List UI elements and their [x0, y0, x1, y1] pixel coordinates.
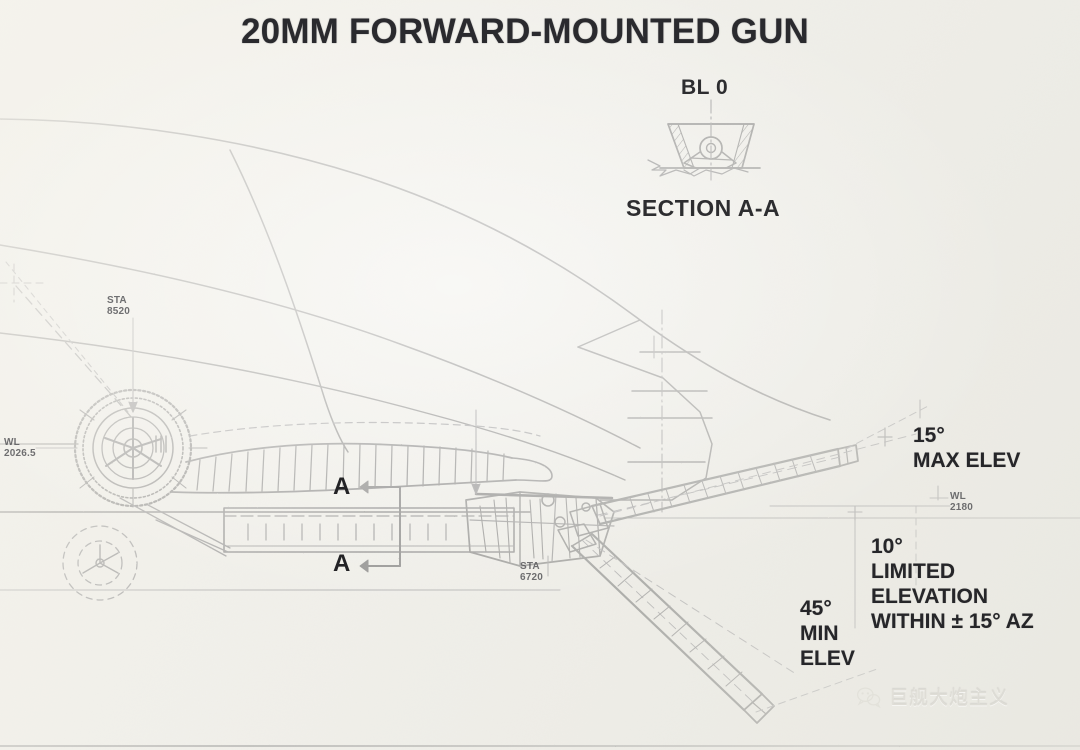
page-title: 20MM FORWARD-MOUNTED GUN [241, 12, 810, 51]
section-marker-letter-bottom: A [333, 550, 351, 577]
wechat-watermark: 巨舰大炮主义 [856, 683, 1009, 710]
section-aa-label: SECTION A-A [626, 195, 781, 221]
station-6720-label: STA 6720 [520, 561, 544, 583]
wechat-icon [856, 686, 881, 708]
limited-elevation-annotation: 10° LIMITED ELEVATION WITHIN ± 15° AZ [871, 535, 1034, 633]
min-elevation-annotation: 45° MIN ELEV [800, 597, 855, 670]
watermark-text: 巨舰大炮主义 [889, 687, 1010, 709]
max-elevation-annotation: 15° MAX ELEV [913, 424, 1021, 472]
section-marker-letter-top: A [333, 473, 351, 500]
station-8520-label: STA 8520 [107, 295, 131, 317]
waterline-2026-label: WL 2026.5 [4, 437, 36, 459]
bl-zero-label: BL 0 [681, 76, 729, 99]
waterline-2180-label: WL 2180 [950, 491, 974, 513]
